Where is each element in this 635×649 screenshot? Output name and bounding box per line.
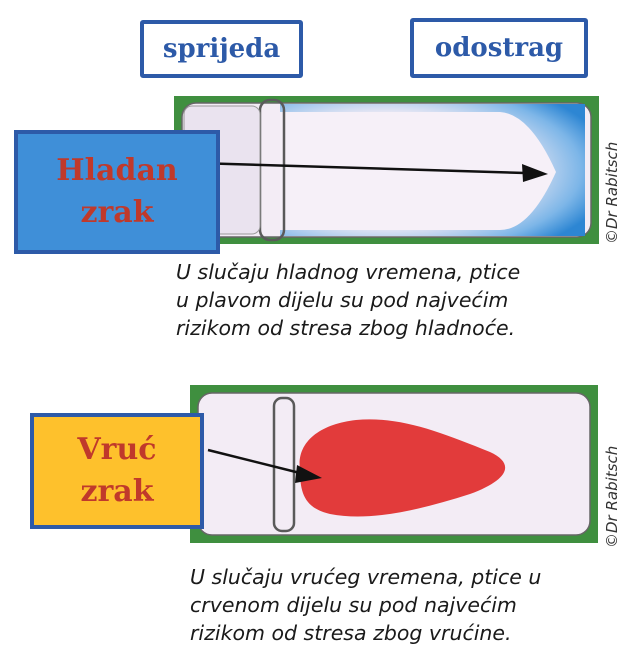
cold-caption: U slučaju hladnog vremena, ptice u plavo… [176,258,520,342]
hot-air-box: Vruć zrak [30,413,204,529]
hot-zone [299,419,506,517]
cold-arrow-line [195,161,526,175]
credit-top: ©Dr Rabitsch [603,141,621,244]
cold-flow-shape [280,112,556,230]
back-label-text: odostrag [434,33,564,63]
cold-air-line2: zrak [80,195,154,230]
hot-house [190,385,598,543]
hot-caption-line: U slučaju vrućeg vremena, ptice u [190,565,542,589]
hot-front-panel [272,396,296,533]
front-label-text: sprijeda [162,34,281,64]
hot-caption-line: rizikom od stresa zbog vrućine. [190,621,512,645]
cold-air-box: Hladan zrak [14,130,220,254]
back-label: odostrag [410,18,588,78]
hot-caption: U slučaju vrućeg vremena, ptice u crveno… [190,563,541,647]
credit-bottom: ©Dr Rabitsch [603,445,621,548]
cold-caption-line: u plavom dijelu su pod najvećim [176,288,509,312]
hot-caption-line: crvenom dijelu su pod najvećim [190,593,517,617]
hot-air-line1: Vruć [77,432,157,467]
cold-caption-line: U slučaju hladnog vremena, ptice [176,260,521,284]
cold-house [174,96,599,244]
cold-caption-line: rizikom od stresa zbog hladnoće. [176,316,516,340]
cold-air-line1: Hladan [56,153,178,188]
hot-air-line2: zrak [80,474,154,509]
hot-arrow-line [207,448,301,475]
cold-arrow-head [522,164,548,182]
hot-arrow-head [295,465,322,483]
front-label: sprijeda [140,20,303,78]
